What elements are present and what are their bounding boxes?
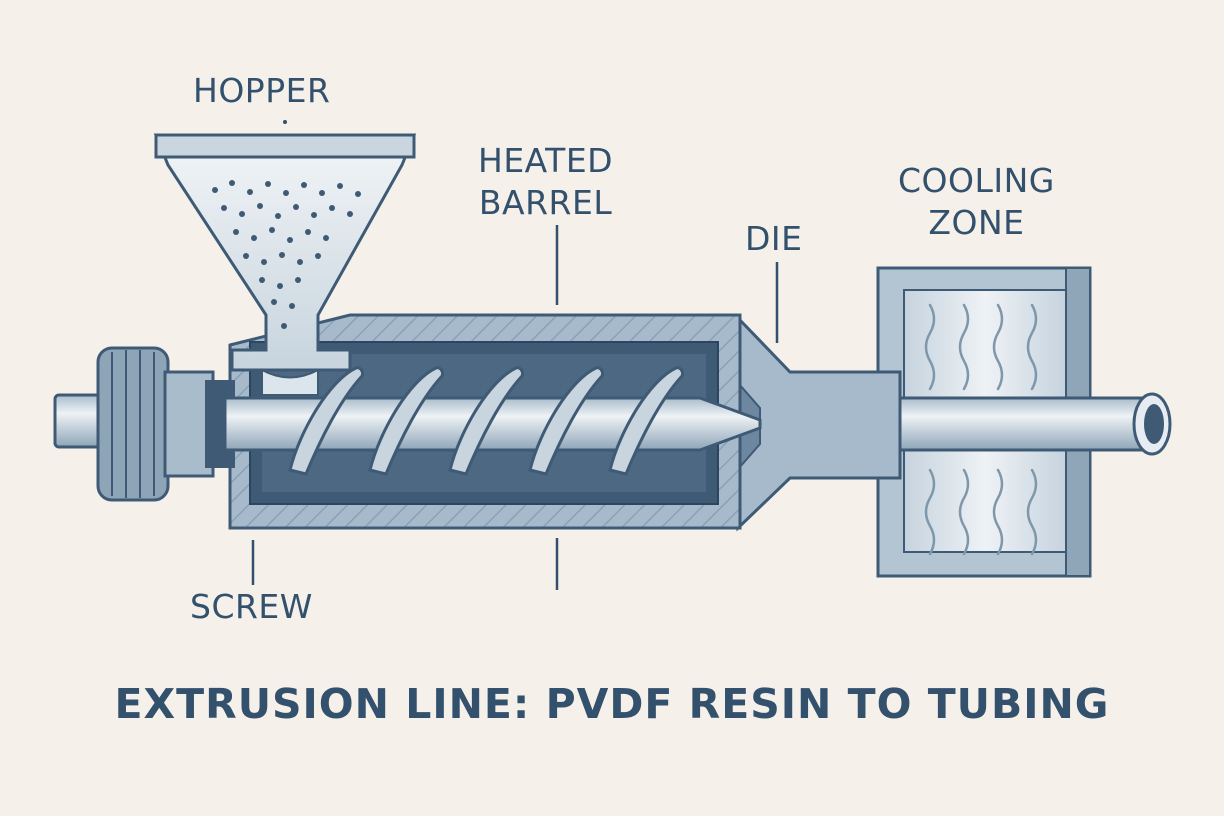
- screw: [223, 366, 762, 476]
- extruded-tube: [886, 392, 1172, 456]
- resin-pellets: [212, 180, 361, 329]
- label-heated-barrel: HEATED BARREL: [478, 141, 614, 222]
- drive-coupling: [53, 346, 235, 502]
- label-die: DIE: [745, 219, 803, 258]
- label-screw: SCREW: [190, 587, 313, 626]
- label-hopper: HOPPER: [193, 71, 331, 110]
- diagram-title: EXTRUSION LINE: PVDF RESIN TO TUBING: [114, 680, 1110, 728]
- leader-lines: [251, 120, 779, 590]
- label-cooling-zone: COOLING ZONE: [898, 161, 1055, 242]
- cooling-wave-marks: [924, 303, 1038, 556]
